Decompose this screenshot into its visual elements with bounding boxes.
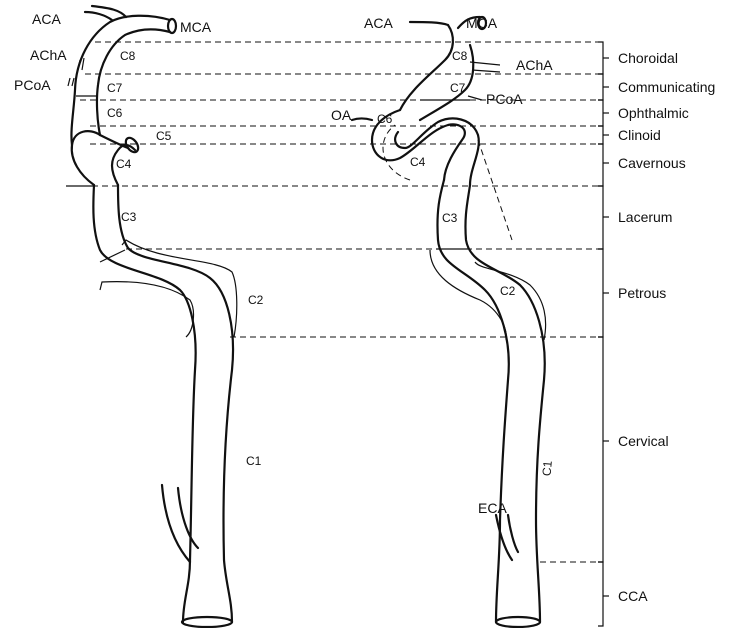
segment-cca: CCA bbox=[618, 588, 648, 604]
left-carotid-vessel bbox=[66, 6, 237, 627]
left-label-c6: C6 bbox=[107, 106, 123, 120]
right-carotid-vessel bbox=[352, 17, 546, 627]
left-label-c3: C3 bbox=[121, 210, 137, 224]
right-label-c8: C8 bbox=[452, 49, 468, 63]
right-vessel-labels: ACA MCA AChA PCoA OA C8 C7 C6 C4 C3 C2 C… bbox=[331, 15, 555, 516]
left-label-acha: AChA bbox=[30, 47, 67, 63]
right-label-c4: C4 bbox=[410, 155, 426, 169]
left-label-c8: C8 bbox=[120, 49, 136, 63]
left-label-c5: C5 bbox=[156, 129, 172, 143]
right-label-eca: ECA bbox=[478, 500, 507, 516]
left-vessel-labels: ACA MCA AChA PCoA C8 C7 C6 C5 C4 C3 C2 C… bbox=[14, 11, 264, 468]
left-label-mca: MCA bbox=[180, 19, 212, 35]
right-label-mca: MCA bbox=[466, 15, 498, 31]
left-label-c1: C1 bbox=[246, 454, 262, 468]
segment-names: Choroidal Communicating Ophthalmic Clino… bbox=[618, 50, 715, 604]
right-label-c2: C2 bbox=[500, 284, 516, 298]
segment-lacerum: Lacerum bbox=[618, 209, 672, 225]
right-label-c3: C3 bbox=[442, 211, 458, 225]
right-label-oa: OA bbox=[331, 107, 352, 123]
right-label-acha: AChA bbox=[516, 57, 553, 73]
right-label-c6: C6 bbox=[377, 112, 393, 126]
left-label-c7: C7 bbox=[107, 81, 123, 95]
left-label-c4: C4 bbox=[116, 157, 132, 171]
segment-cervical: Cervical bbox=[618, 433, 669, 449]
segment-ophthalmic: Ophthalmic bbox=[618, 105, 689, 121]
segment-brackets bbox=[598, 42, 609, 626]
segment-petrous: Petrous bbox=[618, 285, 666, 301]
segment-clinoid: Clinoid bbox=[618, 127, 661, 143]
right-label-c1: C1 bbox=[539, 460, 554, 477]
left-label-pcoa: PCoA bbox=[14, 77, 51, 93]
right-label-pcoa: PCoA bbox=[486, 91, 523, 107]
segment-communicating: Communicating bbox=[618, 79, 715, 95]
segment-cavernous: Cavernous bbox=[618, 155, 686, 171]
right-label-aca: ACA bbox=[364, 15, 393, 31]
segment-choroidal: Choroidal bbox=[618, 50, 678, 66]
left-label-aca: ACA bbox=[32, 11, 61, 27]
right-label-c7: C7 bbox=[450, 81, 466, 95]
left-label-c2: C2 bbox=[248, 293, 264, 307]
